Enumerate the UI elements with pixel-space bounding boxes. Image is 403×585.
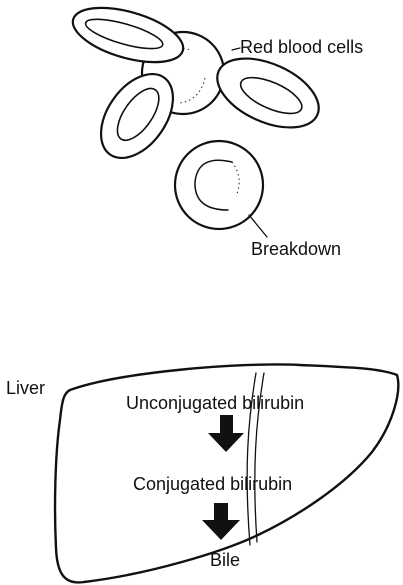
bile-label: Bile bbox=[210, 550, 240, 570]
breakdown-cell bbox=[175, 141, 267, 237]
breakdown-leader bbox=[249, 215, 267, 237]
arrow-to-bile bbox=[202, 503, 240, 540]
conjugated-bilirubin-label: Conjugated bilirubin bbox=[133, 474, 292, 494]
unconjugated-bilirubin-label: Unconjugated bilirubin bbox=[126, 393, 304, 413]
breakdown-label: Breakdown bbox=[251, 239, 341, 259]
arrow-to-conjugated bbox=[208, 415, 244, 452]
rbc-label-leader bbox=[232, 48, 240, 50]
liver-label: Liver bbox=[6, 378, 45, 398]
rbc-right bbox=[207, 45, 329, 142]
red-blood-cells-label: Red blood cells bbox=[240, 37, 363, 57]
